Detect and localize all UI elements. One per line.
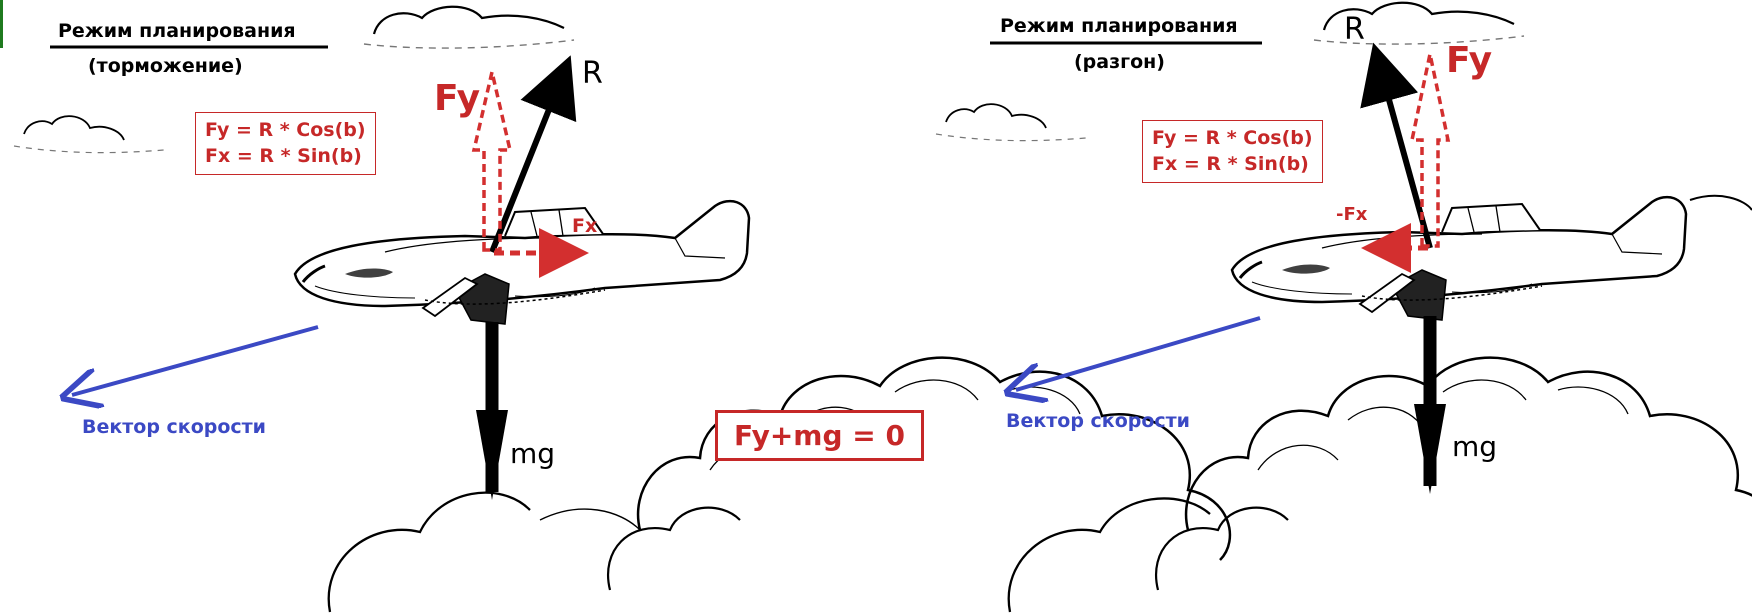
right-formula-box: Fy = R * Cos(b) Fx = R * Sin(b) (1142, 120, 1323, 184)
equilibrium-equation-box: Fy+mg = 0 (715, 410, 924, 461)
right-label-r: R (1344, 12, 1365, 47)
right-subtitle: (разгон) (1074, 51, 1165, 73)
left-subtitle: (торможение) (88, 55, 243, 77)
left-label-fx: Fx (572, 215, 598, 237)
right-velocity-arrow (1016, 316, 1261, 390)
left-r-arrow (489, 55, 577, 254)
right-formula-fy: Fy = R * Cos(b) (1152, 127, 1313, 149)
left-velocity-arrow (72, 325, 319, 395)
right-title-underline (990, 41, 1262, 45)
left-formula-fx: Fx = R * Sin(b) (205, 144, 362, 167)
right-velocity-label: Вектор скорости (1006, 410, 1190, 432)
left-mg-arrowhead (476, 410, 508, 500)
left-formula-fy: Fy = R * Cos(b) (205, 119, 366, 141)
left-label-mg: mg (510, 437, 556, 470)
right-label-mg: mg (1452, 430, 1498, 463)
right-formula-fx: Fx = R * Sin(b) (1152, 152, 1309, 175)
right-fy-arrow (1409, 53, 1451, 248)
left-formula-box: Fy = R * Cos(b) Fx = R * Sin(b) (195, 112, 376, 176)
right-label-fx: -Fx (1336, 204, 1368, 225)
left-velocity-label: Вектор скорости (82, 416, 266, 438)
right-title: Режим планирования (1000, 15, 1238, 37)
edge-marker (0, 0, 3, 48)
left-title: Режим планирования (58, 20, 296, 42)
right-mg-arrowhead (1414, 404, 1446, 494)
equilibrium-equation: Fy+mg = 0 (734, 419, 905, 452)
left-label-r: R (582, 56, 603, 91)
left-label-fy: Fy (434, 78, 481, 119)
left-title-underline (50, 45, 328, 49)
right-label-fy: Fy (1446, 40, 1493, 81)
